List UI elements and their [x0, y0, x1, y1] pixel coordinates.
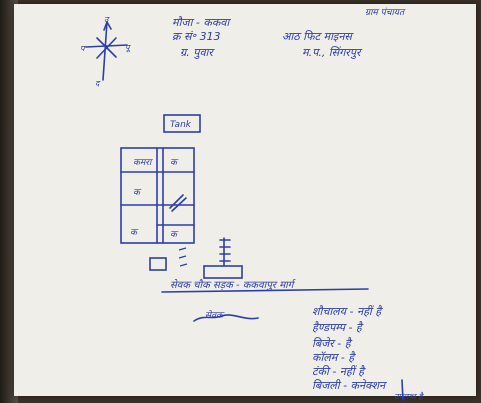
room-label-6: क — [170, 230, 177, 240]
facility-line-3: बिजेर - है — [312, 337, 351, 350]
tower-structure — [203, 237, 243, 279]
compass-west-label: प — [80, 44, 85, 53]
compass-south-label: द — [95, 79, 100, 88]
facility-line-2: हैण्डपम्प - है — [312, 321, 362, 334]
room-label-1: कमरा — [133, 158, 152, 168]
facility-line-1: शौचालय - नहीं है — [312, 305, 382, 318]
tank-box — [163, 114, 201, 133]
house-plan — [120, 147, 195, 244]
dark-table-edge — [0, 0, 18, 403]
detail-line-1-left: मौजा - ककवा — [172, 16, 230, 29]
compass-rose-icon — [85, 21, 128, 81]
signature-stroke — [193, 314, 259, 322]
detail-line-3-left: ग्र. पुवार — [180, 46, 213, 59]
facility-line-6: बिजली - कनेक्शन — [312, 379, 386, 392]
room-label-2: क — [170, 158, 177, 168]
facility-line-4: कॉलम - है — [312, 351, 355, 364]
tank-label: Tank — [170, 120, 191, 130]
detail-line-3-right: म.प., सिंगरपुर — [302, 46, 361, 59]
road-label: सेवक चौक सड़क - ककवापुर मार्ग — [170, 280, 294, 291]
paper-sheet — [14, 4, 476, 396]
detail-line-2-left: क्र सं॰ 313 — [172, 30, 221, 43]
road-line — [161, 288, 369, 293]
detail-line-2-right: आठ फिट माइनस — [282, 30, 352, 43]
facility-line-5: टंकी - नहीं है — [312, 365, 364, 378]
compass-east-label: पू — [125, 43, 130, 52]
top-right-note: ग्राम पंचायत — [365, 8, 405, 18]
small-box — [149, 257, 167, 271]
signature-text: सेवक — [205, 311, 224, 321]
compass-north-label: उ — [104, 15, 109, 24]
facility-line-7: उपलब्ध है — [394, 392, 423, 401]
room-label-3: क — [133, 188, 140, 198]
room-label-5: क — [130, 228, 137, 238]
